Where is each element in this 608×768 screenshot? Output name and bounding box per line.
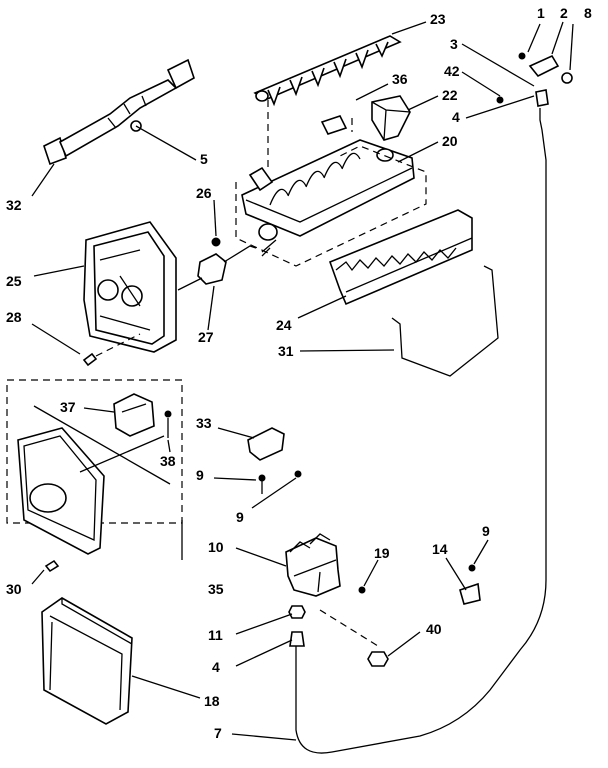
leader-lines [31,21,574,741]
part-18-cover [41,597,133,725]
part-2-fitting [528,54,560,78]
callout-4-bottom: 4 [212,659,220,675]
part-24-ice-stripper [328,209,473,306]
callout-28: 28 [6,309,22,325]
part-7-fill-tube [295,108,547,754]
part-26-screw [211,237,221,247]
callout-25: 25 [6,273,22,289]
leader-dashed-28 [95,333,141,357]
callout-30: 30 [6,581,22,597]
part-33-bracket [247,427,285,461]
callout-31: 31 [278,343,294,359]
callout-10: 10 [208,539,224,555]
part-14-clamp [459,582,481,605]
leader-dashed-mold [267,100,353,172]
part-30-screw [44,559,60,573]
part-37-motor [113,393,155,437]
part-8-washer [561,72,573,84]
callout-22: 22 [442,87,458,103]
callout-3: 3 [450,36,458,52]
callout-19: 19 [374,545,390,561]
part-19-screw [358,586,366,594]
part-40-nut [367,651,389,667]
part-28-screw [82,352,98,367]
part-31-feeler-arm [391,265,499,377]
part-4-ferrule-lower [289,631,305,647]
callout-24: 24 [276,317,292,333]
callout-5: 5 [200,151,208,167]
part-38-screw [164,410,172,418]
callout-23: 23 [430,11,446,27]
part-22-clip [371,95,411,141]
shaft-line [177,277,203,291]
callout-26: 26 [196,185,212,201]
part-27-shaft-coupler [197,245,257,285]
callout-1: 1 [537,5,545,21]
callout-20: 20 [442,133,458,149]
callout-37: 37 [60,399,76,415]
part-35-module [17,405,171,555]
part-9-screw-b [294,470,302,478]
callout-14: 14 [432,541,448,557]
part-1-screw [518,52,526,60]
callout-9-c: 9 [482,523,490,539]
part-35-module-box [6,379,183,524]
callout-38: 38 [160,453,176,469]
part-9-screw-c [468,564,476,572]
part-9-screw-a [258,474,266,482]
part-25-control-housing [83,221,177,353]
part-23-ejector-bar [253,35,402,107]
callout-42: 42 [444,63,460,79]
callout-36: 36 [392,71,408,87]
callout-40: 40 [426,621,442,637]
callout-27: 27 [198,329,214,345]
callout-2: 2 [560,5,568,21]
callout-9-b: 9 [236,509,244,525]
callout-32: 32 [6,197,22,213]
callout-11: 11 [208,627,223,643]
callout-35: 35 [208,581,224,597]
callout-33: 33 [196,415,212,431]
callout-18: 18 [204,693,220,709]
part-10-water-valve [285,533,341,597]
part-32-wire-harness [43,58,195,166]
callout-9-a: 9 [196,467,204,483]
callout-7: 7 [214,725,222,741]
part-4-ferrule-upper [535,89,549,107]
part-42-screw [496,96,504,104]
callout-4-top: 4 [452,109,460,125]
callout-8: 8 [584,5,592,21]
leader-dashed-40 [319,609,379,647]
mold-outline-dashed [235,145,427,267]
part-11-nut [288,605,306,619]
